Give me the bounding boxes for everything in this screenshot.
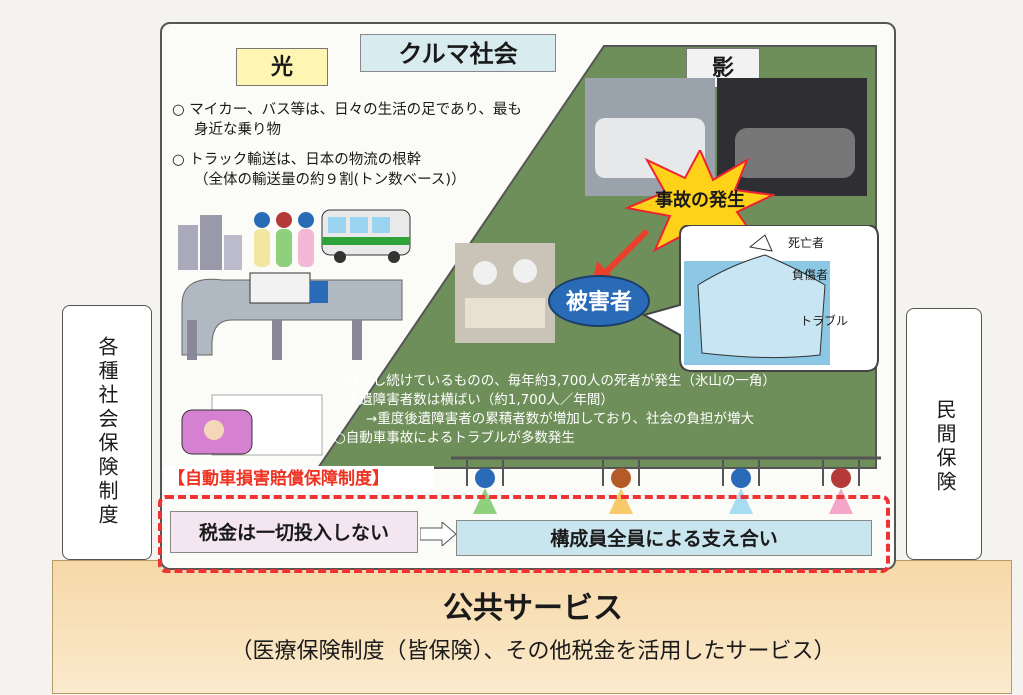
light-bullet-1: ○ マイカー、バス等は、日々の生活の足であり、最も 身近な乗り物 — [172, 102, 522, 138]
compensation-system-frame — [158, 495, 890, 573]
page-title: クルマ社会 — [360, 34, 556, 72]
traffic-illustration — [178, 209, 411, 456]
light-bullet-2: ○ トラック輸送は、日本の物流の根幹 （全体の輸送量の約９割(トン数ベース)） — [172, 152, 466, 188]
shadow-bullet: ○後遺障害者数は横ばい（約1,700人／年間） — [334, 392, 614, 408]
compensation-system-label: 【自動車損害賠償保障制度】 — [164, 466, 434, 492]
mutual-support-box: 構成員全員による支え合い — [456, 520, 872, 556]
public-service-base: 公共サービス （医療保険制度（皆保険）、その他税金を活用したサービス） — [52, 560, 1012, 694]
shadow-bullet: ○自動車事故によるトラブルが多数発生 — [334, 430, 575, 446]
victim-photo — [455, 243, 555, 343]
right-pillar-label: 民間保険 — [933, 399, 957, 495]
light-label: 光 — [236, 48, 328, 86]
shadow-bullet: ○減少し続けているものの、毎年約3,700人の死者が発生（氷山の一角） — [334, 373, 776, 389]
supporters-illustration — [451, 456, 881, 514]
right-arrow-icon — [420, 522, 456, 546]
base-subtitle: （医療保険制度（皆保険）、その他税金を活用したサービス） — [230, 639, 836, 664]
iceberg-death-label: 死亡者 — [788, 236, 825, 250]
iceberg-bubble — [641, 225, 879, 372]
left-pillar: 各種社会保険制度 — [62, 305, 152, 560]
shadow-bullets: ○減少し続けているものの、毎年約3,700人の死者が発生（氷山の一角） ○後遺障… — [334, 372, 874, 448]
left-pillar-label: 各種社会保険制度 — [95, 336, 119, 528]
iceberg-injured-label: 負傷者 — [792, 268, 829, 282]
right-pillar: 民間保険 — [906, 308, 982, 560]
victims-oval: 被害者 — [548, 275, 650, 327]
accident-label: 事故の発生 — [655, 190, 745, 211]
no-tax-box: 税金は一切投入しない — [170, 511, 418, 553]
base-title: 公共サービス — [443, 591, 623, 626]
iceberg-trouble-label: トラブル — [800, 314, 849, 328]
shadow-bullet: →重度後遺障害者の累積者数が増加しており、社会の負担が増大 — [366, 411, 754, 427]
